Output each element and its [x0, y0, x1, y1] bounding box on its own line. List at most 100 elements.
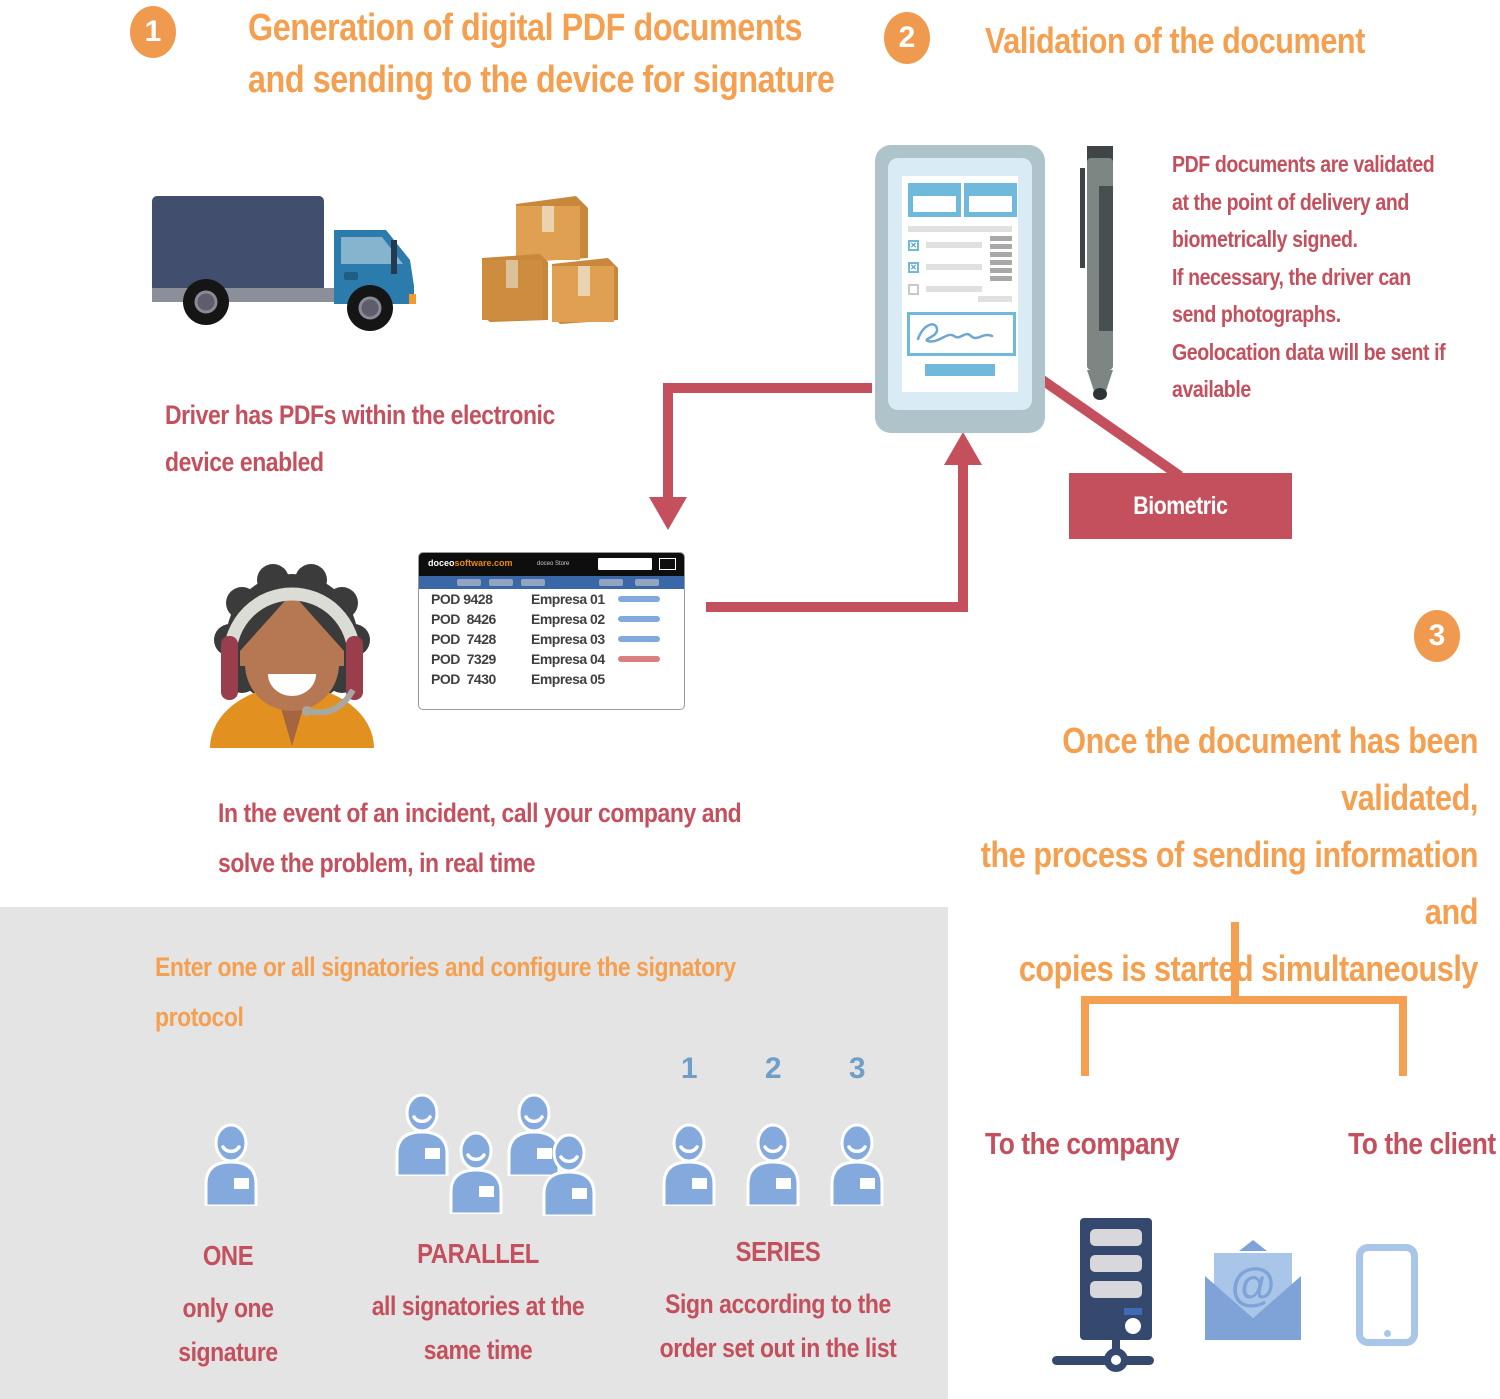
- pod-list: POD 9428 Empresa 01 POD 8426 Empresa 02 …: [419, 589, 684, 689]
- signature-tablet-icon: ✕ ✕: [875, 145, 1045, 433]
- series-number-3: 3: [848, 1052, 866, 1085]
- email-at-envelope-icon: @: [1205, 1240, 1301, 1340]
- pod-company: Empresa 03: [531, 631, 605, 647]
- pod-status-bar: [618, 656, 660, 662]
- brand-orange: software.com: [454, 558, 513, 568]
- step2-number: 2: [898, 21, 916, 54]
- checkbox-checked-icon[interactable]: ✕: [908, 240, 919, 251]
- validation-line: Geolocation data will be sent if: [1172, 338, 1446, 365]
- validation-line: PDF documents are validated: [1172, 151, 1435, 177]
- validation-line: biometrically signed.: [1172, 226, 1358, 252]
- to-company-label: To the company: [985, 1126, 1180, 1161]
- validation-note: PDF documents are validated at the point…: [1172, 146, 1495, 409]
- toolbar-button[interactable]: [599, 579, 623, 586]
- series-number-1: 1: [680, 1052, 698, 1085]
- checkbox-checked-icon[interactable]: ✕: [908, 262, 919, 273]
- parallel-name: PARALLEL: [417, 1238, 539, 1269]
- validation-line: If necessary, the driver can: [1172, 263, 1411, 290]
- signatories-intro: Enter one or all signatories and configu…: [155, 942, 801, 1042]
- pod-id: POD 7428: [431, 631, 496, 647]
- signature-scribble-icon: [916, 323, 994, 343]
- step3-number: 3: [1428, 619, 1446, 652]
- signature-field[interactable]: [907, 312, 1016, 356]
- series-number-2: 2: [764, 1052, 782, 1085]
- step1-number: 1: [144, 15, 162, 48]
- doc-confirm-button[interactable]: [925, 364, 995, 376]
- driver-note-line1: Driver has PDFs within the electronic: [165, 400, 555, 430]
- step2-title: Validation of the document: [985, 20, 1365, 61]
- pod-status-bar: [618, 616, 660, 622]
- svg-text:@: @: [1231, 1258, 1276, 1310]
- doc-header-block: [964, 183, 1017, 217]
- toolbar-button[interactable]: [521, 579, 545, 586]
- step1-badge: 1: [130, 6, 176, 58]
- pod-row[interactable]: POD 7428 Empresa 03: [419, 629, 684, 649]
- browser-store-label: doceo Store: [537, 561, 570, 567]
- stylus-pen-icon: [1080, 146, 1113, 400]
- checkbox-empty-icon[interactable]: [908, 284, 919, 295]
- one-name: ONE: [202, 1240, 254, 1271]
- parallel-desc1: all signatories at the: [371, 1291, 585, 1321]
- validation-line: available: [1172, 376, 1251, 402]
- pod-row[interactable]: POD 7329 Empresa 04: [419, 649, 684, 669]
- phone-home-button: [1383, 1330, 1391, 1337]
- incident-note: In the event of an incident, call your c…: [218, 788, 813, 888]
- tablet-screen: ✕ ✕: [888, 158, 1032, 410]
- step1-title: Generation of digital PDF documents and …: [248, 2, 860, 106]
- delivery-truck-icon: [152, 196, 416, 331]
- validation-line: send photographs.: [1172, 301, 1341, 327]
- tablet-document: ✕ ✕: [902, 176, 1018, 392]
- one-desc2: signature: [178, 1337, 278, 1367]
- step3-line1: Once the document has been validated,: [1062, 720, 1478, 818]
- browser-search-button[interactable]: [659, 558, 676, 570]
- parallel-signatories-icon: [395, 1093, 596, 1216]
- pod-status-bar: [618, 636, 660, 642]
- pod-browser-window: doceosoftware.com doceo Store POD 9428 E…: [418, 552, 685, 710]
- to-client-label: To the client: [1348, 1126, 1496, 1161]
- driver-note: Driver has PDFs within the electronic de…: [165, 392, 641, 486]
- call-center-agent-icon: [210, 564, 374, 748]
- driver-note-line2: device enabled: [165, 447, 324, 477]
- brand-white: doceo: [428, 558, 455, 568]
- incident-line1: In the event of an incident, call your c…: [218, 798, 742, 828]
- pod-id: POD 7329: [431, 651, 496, 667]
- browser-search-input[interactable]: [598, 558, 652, 570]
- parcel-boxes-icon: [482, 196, 618, 324]
- series-signatories-icon: [662, 1123, 884, 1206]
- pod-company: Empresa 04: [531, 651, 605, 667]
- parallel-desc2: same time: [423, 1335, 533, 1365]
- pod-id: POD 9428: [431, 591, 493, 607]
- toolbar-button[interactable]: [635, 579, 659, 586]
- series-desc1: Sign according to the: [665, 1289, 891, 1319]
- step3-line2: the process of sending information and: [980, 834, 1479, 932]
- one-signatory-icon: [204, 1123, 258, 1206]
- browser-brand: doceosoftware.com: [428, 558, 513, 568]
- series-desc2: order set out in the list: [659, 1333, 897, 1363]
- step1-title-line1: Generation of digital PDF documents: [248, 7, 803, 49]
- parallel-label: PARALLEL all signatories at the same tim…: [342, 1238, 614, 1372]
- one-label: ONE only one signature: [143, 1240, 313, 1374]
- signatories-intro-line2: protocol: [155, 1002, 244, 1032]
- series-label: SERIES Sign according to the order set o…: [642, 1236, 914, 1370]
- pod-row[interactable]: POD 9428 Empresa 01: [419, 589, 684, 609]
- biometric-label: Biometric: [1069, 473, 1292, 539]
- company-server-icon: [1052, 1218, 1154, 1372]
- pod-company: Empresa 05: [531, 671, 605, 687]
- toolbar-button[interactable]: [457, 579, 481, 586]
- pod-row[interactable]: POD 8426 Empresa 02: [419, 609, 684, 629]
- pod-status-bar: [618, 596, 660, 602]
- one-desc1: only one: [182, 1293, 274, 1323]
- smartphone-icon: [1356, 1244, 1418, 1346]
- toolbar-button[interactable]: [489, 579, 513, 586]
- pod-row[interactable]: POD 7430 Empresa 05: [419, 669, 684, 689]
- step3-line3: copies is started simultaneously: [1018, 948, 1479, 989]
- step2-badge: 2: [884, 12, 930, 64]
- step3-badge: 3: [1414, 610, 1460, 662]
- biometric-text: Biometric: [1133, 491, 1228, 520]
- validation-line: at the point of delivery and: [1172, 188, 1409, 215]
- incident-line2: solve the problem, in real time: [218, 848, 536, 878]
- pod-company: Empresa 01: [531, 591, 605, 607]
- browser-toolbar: [419, 576, 684, 589]
- pod-company: Empresa 02: [531, 611, 605, 627]
